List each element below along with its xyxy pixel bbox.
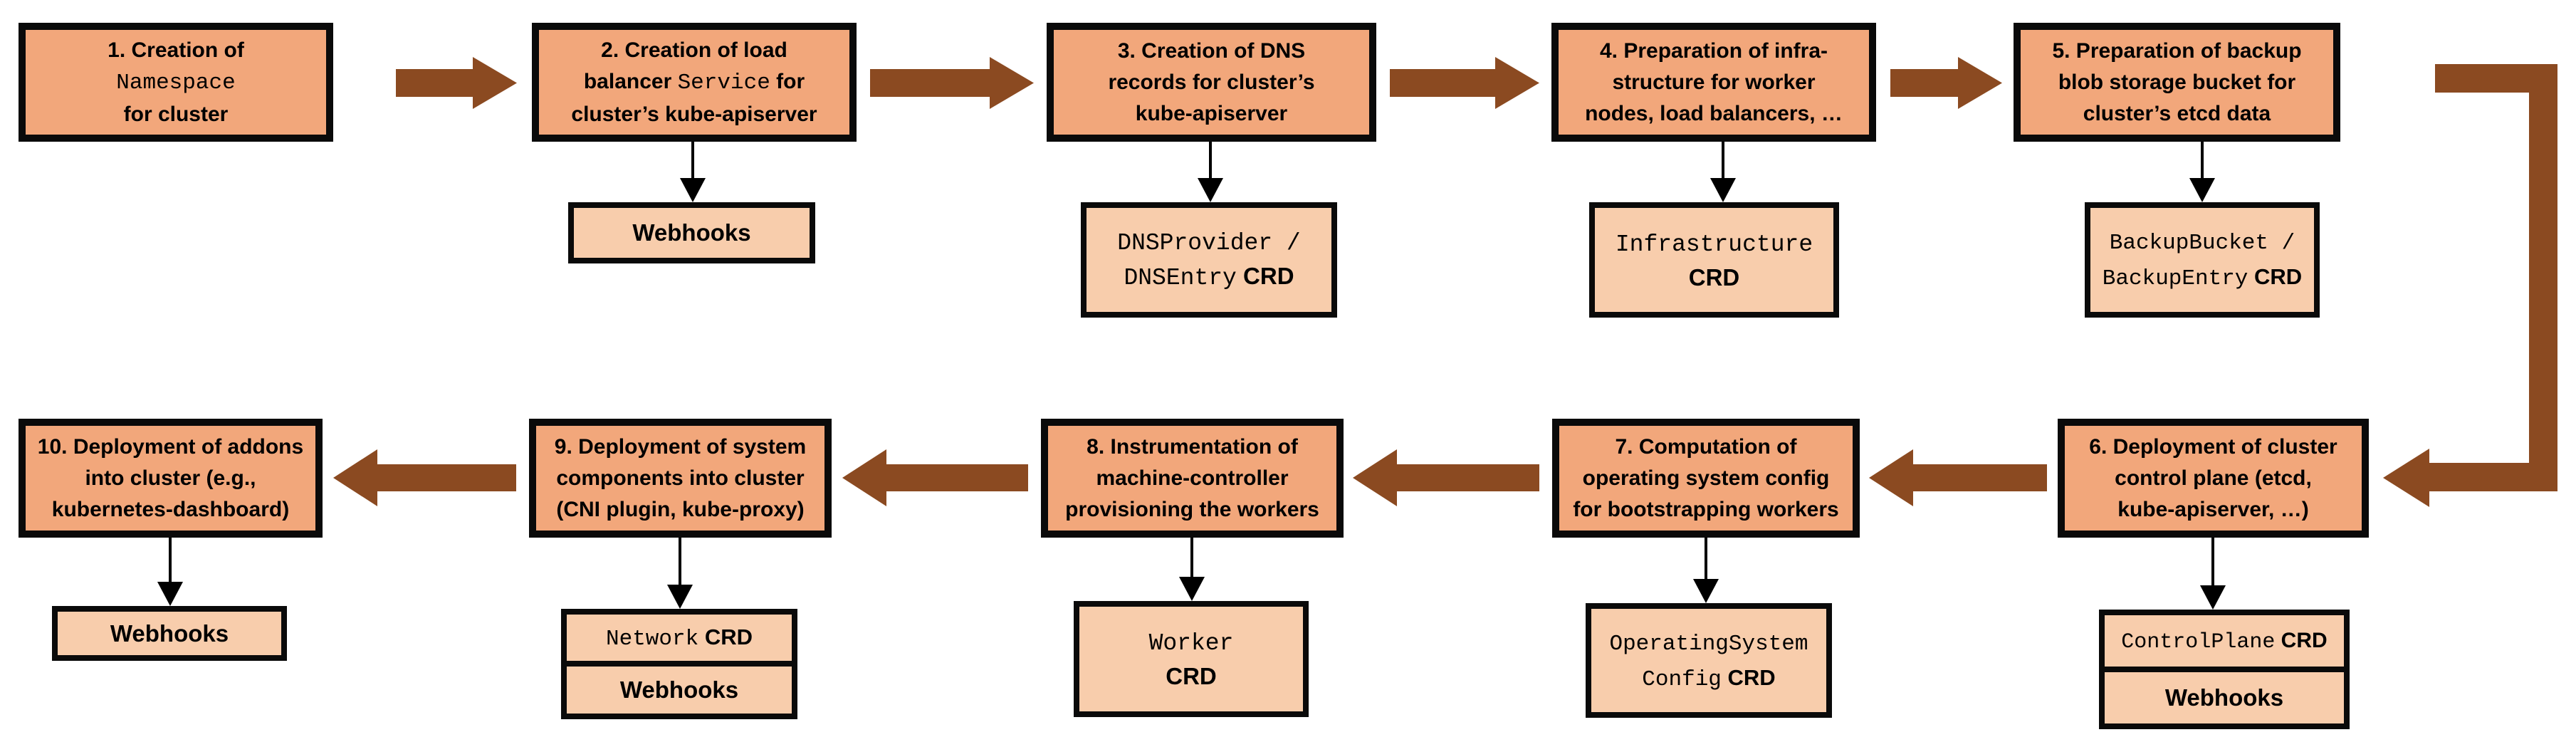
- webhooks-box-step6: Webhooks: [2099, 667, 2350, 729]
- step-8-text: 8. Instrumentation of: [1087, 434, 1298, 459]
- step-2-box: 2. Creation of load balancer Service for…: [532, 23, 857, 142]
- step-5-text: 5. Preparation of backup: [2052, 38, 2302, 63]
- step-6-text3: kube-apiserver, …): [2117, 497, 2309, 521]
- down-arrow-step10-to-webhooks-icon: [157, 538, 183, 606]
- step-5-text2: blob storage bucket for: [2058, 70, 2296, 94]
- crd-suffix: CRD: [1688, 263, 1740, 291]
- down-arrow-step5-to-backup-crd-icon: [2189, 142, 2215, 202]
- step-9-box: 9. Deployment of system components into …: [529, 419, 832, 538]
- step-3-text2: records for cluster’s: [1108, 70, 1315, 94]
- step-1-text2: for cluster: [123, 102, 229, 126]
- step-3-text: 3. Creation of DNS: [1117, 38, 1306, 63]
- worker-label: Worker: [1148, 630, 1234, 657]
- dns-crd-box: DNSProvider / DNSEntry CRD: [1081, 202, 1337, 318]
- step-6-box: 6. Deployment of cluster control plane (…: [2058, 419, 2369, 538]
- down-arrow-step6-to-controlplane-crd-icon: [2200, 538, 2226, 610]
- step-9-text3: (CNI plugin, kube-proxy): [556, 497, 805, 521]
- backup-bucket-label: BackupBucket /: [2109, 231, 2295, 256]
- step-1-resource: Namespace: [116, 70, 236, 95]
- elbow-arrow-step5-to-step6-icon: [2383, 63, 2557, 507]
- webhooks-label: Webhooks: [619, 676, 739, 703]
- step-7-text2: operating system config: [1582, 466, 1830, 490]
- down-arrow-step3-to-dns-crd-icon: [1198, 142, 1223, 202]
- down-arrow-step8-to-worker-crd-icon: [1179, 538, 1205, 601]
- step-8-box: 8. Instrumentation of machine-controller…: [1041, 419, 1344, 538]
- step-1-box: 1. Creation of Namespace for cluster: [19, 23, 333, 142]
- config-label: Config: [1642, 667, 1722, 692]
- step-4-box: 4. Preparation of infra- structure for w…: [1551, 23, 1876, 142]
- flow-arrow-step2-to-step3-icon: [870, 57, 1034, 109]
- step-10-text2: into cluster (e.g.,: [85, 466, 256, 490]
- down-arrow-step2-to-webhooks-icon: [680, 142, 706, 202]
- step-6-text: 6. Deployment of cluster: [2089, 434, 2337, 459]
- flow-arrow-step6-to-step7-icon: [1869, 449, 2047, 506]
- step-4-text3: nodes, load balancers, …: [1585, 101, 1843, 125]
- step-2-resource: Service: [677, 70, 770, 95]
- crd-suffix: CRD: [1166, 663, 1217, 689]
- flow-arrow-step7-to-step8-icon: [1353, 449, 1539, 506]
- flow-arrow-step8-to-step9-icon: [842, 449, 1028, 506]
- worker-crd-box: Worker CRD: [1074, 601, 1309, 717]
- step-2-text: 2. Creation of load: [601, 38, 787, 62]
- step-2-text4: cluster’s kube-apiserver: [571, 102, 817, 126]
- webhooks-box-step2: Webhooks: [568, 202, 815, 263]
- infrastructure-crd-box: Infrastructure CRD: [1589, 202, 1839, 318]
- step-5-text3: cluster’s etcd data: [2083, 101, 2271, 125]
- step-4-text: 4. Preparation of infra-: [1599, 38, 1828, 63]
- step-10-text3: kubernetes-dashboard): [51, 497, 290, 521]
- flow-arrow-step9-to-step10-icon: [333, 449, 516, 506]
- operating-system-label: OperatingSystem: [1609, 631, 1808, 657]
- step-7-box: 7. Computation of operating system confi…: [1552, 419, 1860, 538]
- dns-provider-label: DNSProvider /: [1117, 230, 1301, 256]
- down-arrow-step7-to-osc-crd-icon: [1693, 538, 1719, 603]
- step-3-box: 3. Creation of DNS records for cluster’s…: [1047, 23, 1376, 142]
- step-2-text2: balancer: [583, 69, 678, 93]
- step-9-text: 9. Deployment of system: [554, 434, 807, 459]
- step-8-text3: provisioning the workers: [1065, 497, 1319, 521]
- down-arrow-step4-to-infrastructure-crd-icon: [1710, 142, 1736, 202]
- crd-suffix: CRD: [2275, 629, 2328, 652]
- step-3-text3: kube-apiserver: [1135, 101, 1288, 125]
- step-7-text: 7. Computation of: [1615, 434, 1797, 459]
- step-9-text2: components into cluster: [556, 466, 805, 490]
- webhooks-box-step10: Webhooks: [52, 606, 287, 661]
- step-5-box: 5. Preparation of backup blob storage bu…: [2014, 23, 2340, 142]
- step-10-box: 10. Deployment of addons into cluster (e…: [19, 419, 323, 538]
- crd-suffix: CRD: [1236, 263, 1294, 289]
- down-arrow-step9-to-network-crd-icon: [667, 538, 693, 609]
- backup-crd-box: BackupBucket / BackupEntry CRD: [2085, 202, 2320, 318]
- step-6-text2: control plane (etcd,: [2115, 466, 2312, 490]
- step-8-text2: machine-controller: [1096, 466, 1289, 490]
- crd-suffix: CRD: [698, 624, 753, 649]
- operating-system-config-crd-box: OperatingSystem Config CRD: [1586, 603, 1832, 718]
- webhooks-label: Webhooks: [632, 219, 751, 246]
- flow-arrow-step3-to-step4-icon: [1390, 57, 1539, 109]
- controlplane-crd-box: ControlPlane CRD: [2099, 610, 2350, 672]
- controlplane-label: ControlPlane: [2121, 630, 2276, 654]
- webhooks-label: Webhooks: [110, 620, 229, 647]
- crd-suffix: CRD: [2248, 264, 2303, 289]
- network-label: Network: [605, 626, 699, 652]
- flow-arrow-step4-to-step5-icon: [1890, 57, 2002, 109]
- backup-entry-label: BackupEntry: [2102, 266, 2248, 291]
- step-7-text3: for bootstrapping workers: [1573, 497, 1839, 521]
- network-crd-box: Network CRD: [561, 609, 797, 667]
- webhooks-label: Webhooks: [2164, 684, 2284, 711]
- webhooks-box-step9: Webhooks: [561, 661, 797, 719]
- step-4-text2: structure for worker: [1612, 70, 1816, 94]
- step-2-text3: for: [770, 69, 805, 93]
- flow-arrow-step1-to-step2-icon: [396, 57, 517, 109]
- dns-entry-label: DNSEntry: [1124, 265, 1237, 291]
- step-10-text: 10. Deployment of addons: [37, 434, 304, 459]
- crd-suffix: CRD: [1721, 664, 1776, 690]
- step-1-text: 1. Creation of: [108, 38, 244, 62]
- infrastructure-label: Infrastructure: [1615, 231, 1813, 258]
